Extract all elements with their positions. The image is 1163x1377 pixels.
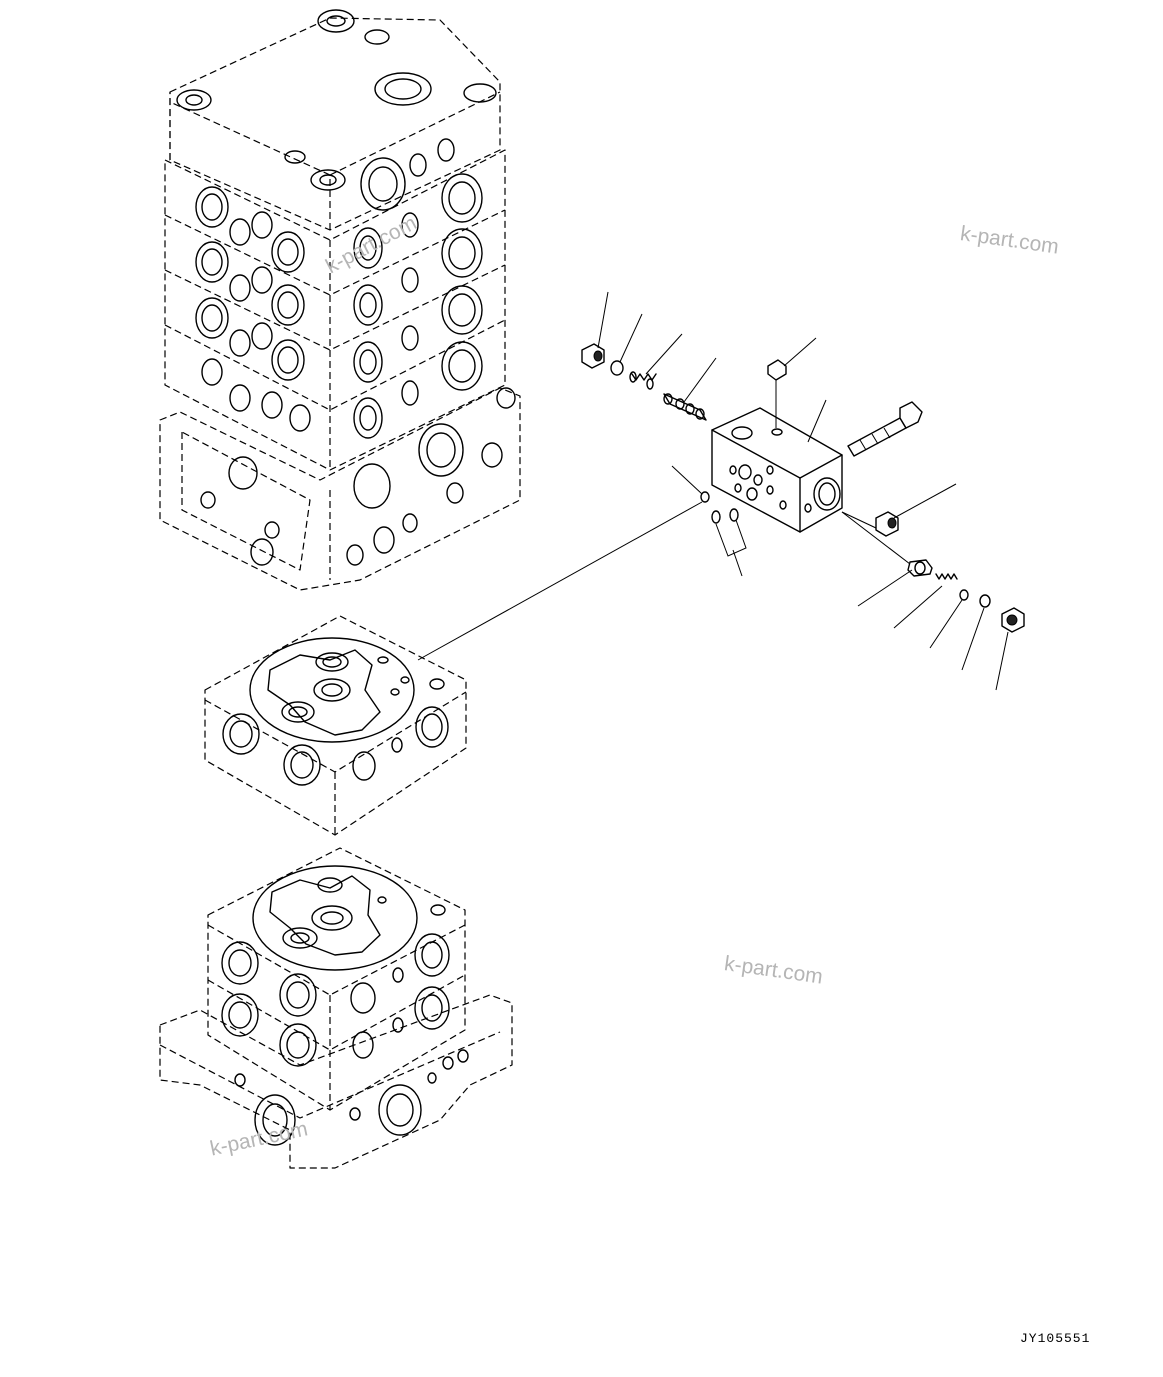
upper-valve-stack [159,9,521,591]
middle-valve-section [204,615,467,836]
callout-leaders [597,291,1009,691]
drawing-id-label: JY105551 [1020,1331,1091,1346]
lower-valve-block [159,847,513,1169]
